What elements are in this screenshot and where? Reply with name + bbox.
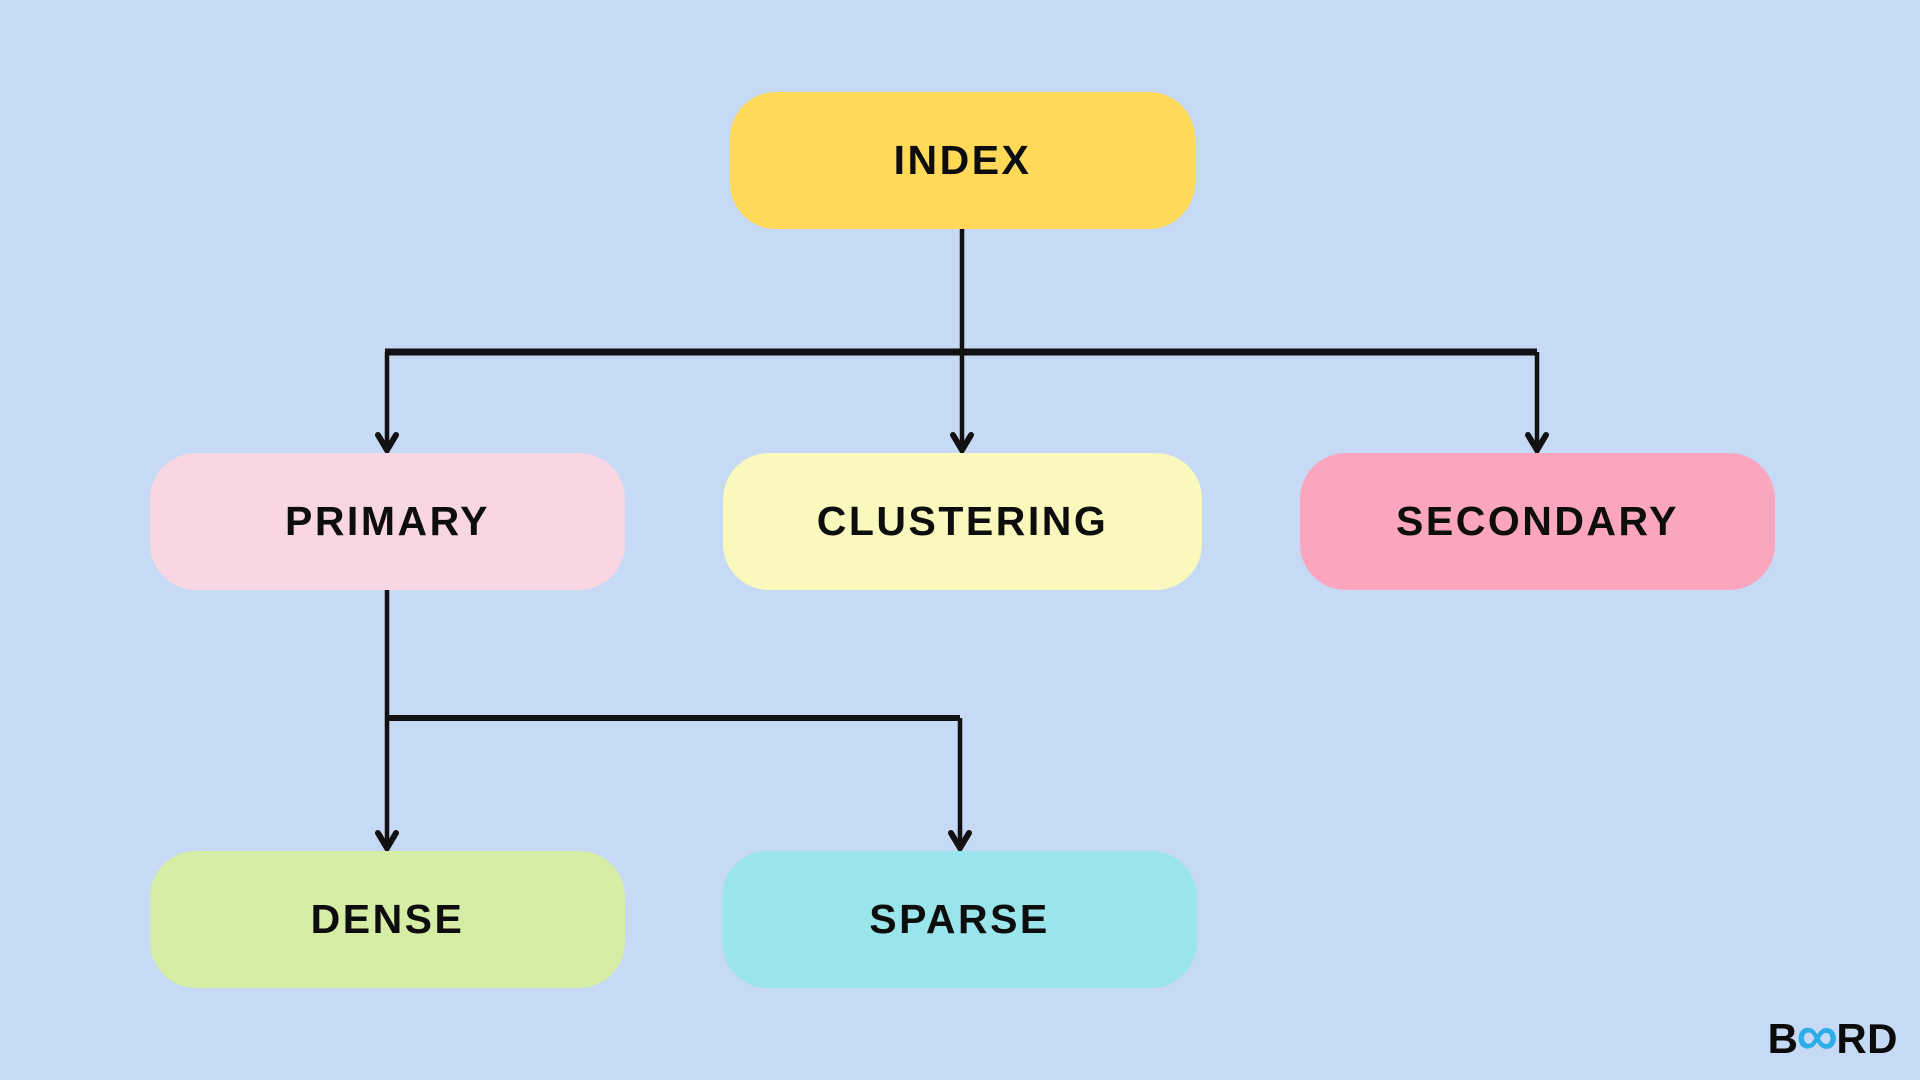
arrowhead-primary bbox=[375, 432, 399, 456]
node-index: INDEX bbox=[730, 92, 1195, 229]
node-sparse-label: SPARSE bbox=[869, 896, 1050, 942]
node-dense-label: DENSE bbox=[310, 896, 465, 942]
node-secondary: SECONDARY bbox=[1300, 453, 1775, 590]
logo-text-prefix: B bbox=[1767, 1015, 1799, 1062]
node-primary-label: PRIMARY bbox=[284, 498, 491, 544]
node-clustering: CLUSTERING bbox=[723, 453, 1202, 590]
arrowhead-dense bbox=[375, 830, 399, 854]
arrowhead-sparse bbox=[948, 830, 972, 854]
node-secondary-label: SECONDARY bbox=[1396, 498, 1679, 544]
arrowhead-secondary bbox=[1525, 432, 1549, 456]
board-logo: B ∞ RD bbox=[1767, 1003, 1898, 1068]
node-clustering-label: CLUSTERING bbox=[816, 498, 1109, 544]
node-primary: PRIMARY bbox=[150, 453, 625, 590]
node-dense: DENSE bbox=[150, 851, 625, 988]
node-sparse: SPARSE bbox=[722, 851, 1197, 988]
node-index-label: INDEX bbox=[893, 137, 1032, 183]
arrowhead-clustering bbox=[950, 432, 974, 456]
logo-text-suffix: RD bbox=[1836, 1015, 1898, 1062]
